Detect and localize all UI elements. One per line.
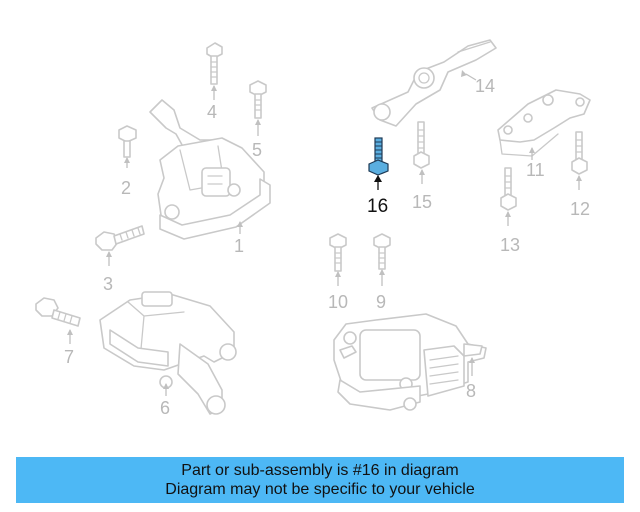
label-13: 13 (500, 235, 520, 255)
pointer-arrowheads (67, 70, 582, 389)
label-5: 5 (252, 140, 262, 160)
part-3-bolt[interactable] (95, 225, 145, 251)
part-5-bolt[interactable] (249, 80, 267, 119)
part-12-bolt[interactable] (571, 131, 588, 175)
part-14-torque-rod[interactable] (371, 39, 497, 127)
label-1: 1 (234, 236, 244, 256)
label-7: 7 (64, 347, 74, 367)
label-4: 4 (207, 102, 217, 122)
info-banner: Part or sub-assembly is #16 in diagram D… (16, 457, 624, 503)
label-6: 6 (160, 398, 170, 418)
part-2-bolt[interactable] (118, 125, 137, 158)
part-15-bolt[interactable] (413, 121, 430, 169)
label-12: 12 (570, 199, 590, 219)
part-1-engine-mount[interactable] (149, 99, 271, 240)
label-3: 3 (103, 274, 113, 294)
part-4-bolt[interactable] (206, 42, 223, 85)
part-16-bolt-highlighted[interactable] (368, 137, 389, 176)
label-10: 10 (328, 292, 348, 312)
banner-line-2: Diagram may not be specific to your vehi… (165, 481, 475, 498)
part-9-bolt[interactable] (373, 233, 391, 270)
part-6-bracket[interactable] (99, 291, 237, 415)
part-11-bracket[interactable] (497, 89, 591, 157)
label-11: 11 (526, 160, 545, 180)
label-16: 16 (367, 196, 388, 217)
label-2: 2 (121, 178, 131, 198)
part-8-transmission-mount[interactable] (333, 313, 487, 411)
label-8: 8 (466, 381, 476, 401)
part-10-bolt[interactable] (329, 233, 347, 272)
part-13-bolt[interactable] (500, 167, 517, 211)
label-9: 9 (376, 292, 386, 312)
label-15: 15 (412, 192, 432, 212)
label-14: 14 (475, 76, 495, 96)
part-7-bolt[interactable] (35, 297, 81, 327)
parts-diagram: 4 5 2 1 3 7 (35, 39, 591, 418)
banner-line-1: Part or sub-assembly is #16 in diagram (181, 462, 459, 479)
